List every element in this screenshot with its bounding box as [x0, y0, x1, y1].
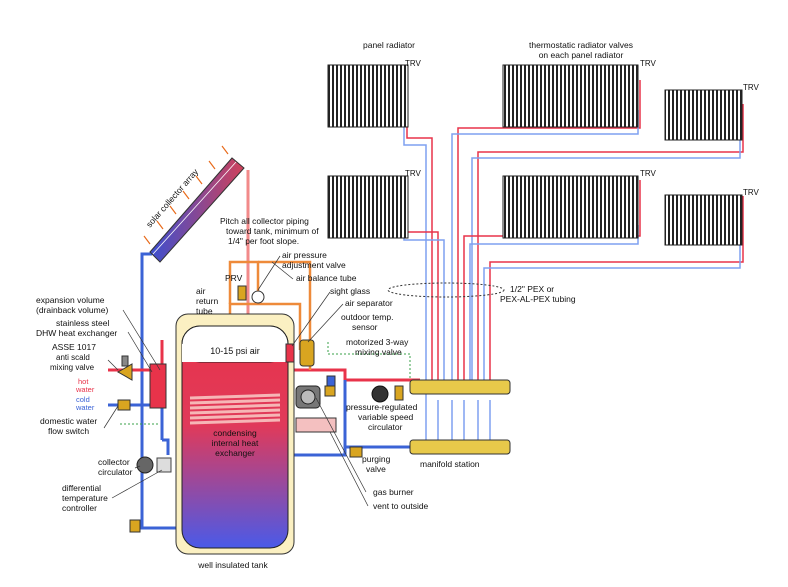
- pitch-label-3: 1/4" per foot slope.: [228, 236, 299, 246]
- asse-label-1: ASSE 1017: [52, 342, 96, 352]
- air-pressure-label-1: air pressure: [282, 250, 327, 260]
- insulated-tank-label: well insulated tank: [197, 560, 268, 570]
- pitch-label-1: Pitch all collector piping: [220, 216, 309, 226]
- outdoor-sensor-label-2: sensor: [352, 322, 378, 332]
- flow-switch-icon: [117, 399, 131, 411]
- callout-leader-lines: [103, 255, 369, 507]
- purging-valve-label-1: purging: [362, 454, 391, 464]
- prv-label: PRV: [225, 273, 243, 283]
- condensing-label-2: internal heat: [212, 438, 259, 448]
- air-return-label-2: return: [196, 296, 218, 306]
- outdoor-sensor-label-1: outdoor temp.: [341, 312, 393, 322]
- gas-burner-icon: [295, 385, 321, 409]
- supply-manifold: [409, 379, 511, 395]
- stainless-label-2: DHW heat exchanger: [36, 328, 117, 338]
- diff-controller-label-1: differential: [62, 483, 101, 493]
- trv-label: TRV: [640, 59, 657, 68]
- sight-glass-icon: [285, 343, 295, 363]
- pex-label-2: PEX-AL-PEX tubing: [500, 294, 576, 304]
- motorized-valve-label-1: motorized 3-way: [346, 337, 409, 347]
- air-balance-label: air balance tube: [296, 273, 357, 283]
- purging-valve-label-2: valve: [366, 464, 386, 474]
- condensing-label-1: condensing: [213, 428, 257, 438]
- collector-circulator-icon: [136, 456, 172, 474]
- sun-rays-icon: [143, 145, 229, 245]
- gas-burner-label: gas burner: [373, 487, 414, 497]
- stainless-label-1: stainless steel: [56, 318, 109, 328]
- expansion-label-2: (drainback volume): [36, 305, 108, 315]
- radiator-4: TRV: [327, 169, 422, 239]
- drain-valve-icon: [129, 519, 141, 533]
- pressure-reg-label-3: circulator: [368, 422, 403, 432]
- asse-label-2: anti scald: [56, 353, 90, 362]
- air-separator-label: air separator: [345, 298, 393, 308]
- asse-label-3: mixing valve: [50, 363, 95, 372]
- sight-glass-label: sight glass: [330, 286, 370, 296]
- air-return-label-1: air: [196, 286, 206, 296]
- radiator-supply-return-piping: [403, 80, 744, 440]
- vent-pipe-icon: [295, 417, 337, 433]
- trv-label: TRV: [405, 59, 422, 68]
- variable-speed-circulator-icon: [371, 385, 404, 403]
- radiator-3: TRV: [664, 83, 760, 141]
- heat-exchanger-coil-icon: [189, 393, 281, 425]
- trv-valves-label-2: on each panel radiator: [539, 50, 624, 60]
- motorized-mixing-valve-icon: [324, 375, 336, 397]
- trv-valves-label-1: thermostatic radiator valves: [529, 40, 633, 50]
- hot-water-label-2: water: [75, 385, 95, 394]
- flow-switch-label-1: domestic water: [40, 416, 97, 426]
- air-separator-icon: [299, 339, 315, 367]
- expansion-label-1: expansion volume: [36, 295, 105, 305]
- collector-circulator-label-2: circulator: [98, 467, 133, 477]
- cold-water-label-2: water: [75, 403, 95, 412]
- motorized-valve-label-2: mixing valve: [355, 347, 402, 357]
- storage-tank: 10-15 psi air condensing internal heat e…: [175, 313, 295, 570]
- panel-radiator-label: panel radiator: [363, 40, 415, 50]
- trv-label: TRV: [405, 169, 422, 178]
- vent-label: vent to outside: [373, 501, 429, 511]
- anti-scald-mixing-valve-icon: [116, 355, 133, 381]
- outdoor-sensor-wire: [120, 342, 411, 425]
- prv-valve-icon: [237, 285, 265, 304]
- radiator-2: TRV: [502, 59, 657, 128]
- collector-circulator-label-1: collector: [98, 457, 130, 467]
- radiator-5: TRV: [502, 169, 657, 239]
- pressure-reg-label-2: variable speed: [358, 412, 414, 422]
- pex-callout-ellipse: [387, 282, 505, 298]
- cold-water-label-1: cold: [76, 395, 90, 404]
- pex-label-1: 1/2" PEX or: [510, 284, 554, 294]
- radiator-6: TRV: [664, 188, 760, 246]
- return-manifold: [409, 439, 511, 455]
- pressure-reg-label-1: pressure-regulated: [346, 402, 418, 412]
- trv-label: TRV: [743, 188, 760, 197]
- diff-controller-label-2: temperature: [62, 493, 108, 503]
- air-return-label-3: tube: [196, 306, 213, 316]
- condensing-label-3: exchanger: [215, 448, 255, 458]
- purging-valve-icon: [349, 446, 363, 458]
- trv-label: TRV: [640, 169, 657, 178]
- trv-label: TRV: [743, 83, 760, 92]
- dhw-heat-exchanger: [149, 363, 167, 409]
- flow-switch-label-2: flow switch: [48, 426, 89, 436]
- manifold-station-label: manifold station: [420, 459, 480, 469]
- air-pressure-label-2: adjustment valve: [282, 260, 346, 270]
- radiator-1: TRV: [327, 59, 422, 128]
- hot-water-label-1: hot: [78, 377, 89, 386]
- diff-controller-label-3: controller: [62, 503, 97, 513]
- pitch-label-2: toward tank, minimum of: [226, 226, 319, 236]
- psi-air-label: 10-15 psi air: [210, 346, 260, 356]
